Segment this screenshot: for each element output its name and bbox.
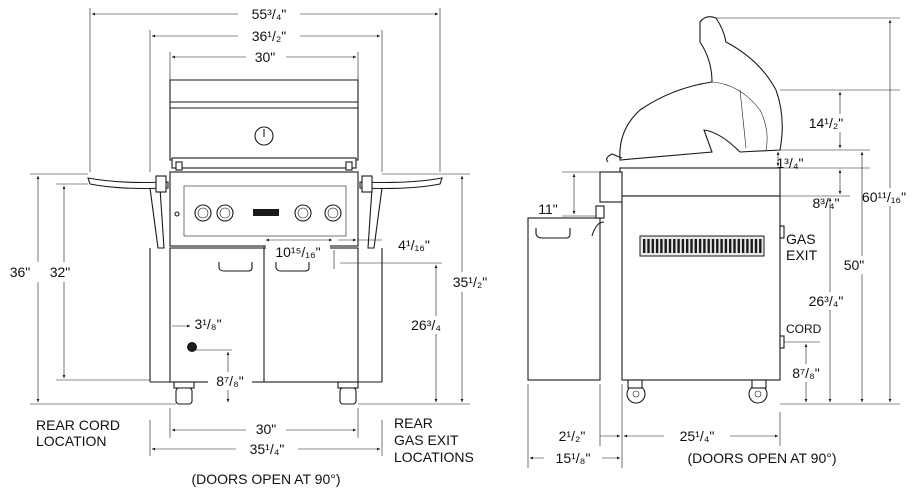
dim-side-11: 11" (538, 201, 558, 217)
dim-hood-1: 1³/₄" (776, 155, 803, 171)
side-hood (619, 16, 783, 161)
vent-slat (698, 239, 702, 253)
dim-height-35: 35¹/₂" (453, 274, 488, 290)
dim-cord-x: 3¹/₈" (194, 316, 221, 332)
vent-slat (677, 239, 680, 253)
side-cord-label: CORD (786, 322, 822, 336)
rear-cord-label-2: LOCATION (36, 433, 107, 449)
side-body (619, 167, 781, 197)
dim-burner-offset: 10¹⁵/₁₆" (275, 244, 320, 260)
side-gas-exit-1: GAS (786, 231, 816, 247)
side-doors-note: (DOORS OPEN AT 90°) (687, 450, 836, 466)
dim-side-8-78: 8⁷/₈" (792, 365, 820, 381)
logo-badge (253, 209, 279, 216)
dim-depth-2: 2¹/₂" (559, 428, 586, 444)
vent-slat (733, 239, 736, 253)
caster (173, 381, 195, 389)
vent-slat (668, 239, 672, 253)
dim-height-36: 36" (10, 264, 31, 280)
gas-exit-fitting (779, 225, 785, 239)
rear-gas-label-3: LOCATIONS (394, 449, 474, 465)
vent-slat (664, 239, 667, 253)
hood (169, 79, 359, 161)
dim-depth-15: 15¹/₈" (556, 450, 591, 466)
knob-icon (216, 204, 234, 222)
vent-grille (639, 235, 765, 257)
vent-slat (754, 239, 758, 253)
dim-base-width: 30" (256, 421, 277, 437)
dim-overall-width: 55³/₄" (252, 6, 287, 22)
side-gas-exit-2: EXIT (786, 247, 818, 263)
vent-slat (647, 239, 650, 253)
door-handle (275, 262, 310, 272)
vent-slat (716, 239, 719, 253)
dim-hood-14: 14¹/₂" (809, 115, 844, 131)
dim-grill-width: 30" (255, 49, 276, 65)
vent-slat (741, 239, 745, 253)
dim-side-50: 50" (844, 257, 865, 273)
knob-icon (294, 204, 312, 222)
vent-slat (686, 239, 689, 253)
dim-depth-25: 25¹/₄" (680, 428, 715, 444)
cord-dot (187, 342, 197, 352)
vent-slat (703, 239, 706, 253)
dim-cart-width: 36¹/₂" (252, 28, 287, 44)
rear-cord-label-1: REAR CORD (36, 417, 120, 433)
vent-slat (729, 239, 732, 253)
vent-slat (681, 239, 685, 253)
thermometer-icon (254, 126, 274, 146)
vent-slat (643, 239, 646, 253)
door-handle (218, 262, 253, 272)
caster (337, 381, 359, 389)
front-doors-note: (DOORS OPEN AT 90°) (191, 471, 340, 487)
dim-side-26: 26³/₄" (809, 293, 844, 309)
dim-cord-y: 8⁷/₈" (216, 373, 244, 389)
vent-slat (690, 239, 693, 253)
open-door (527, 217, 601, 381)
left-side-shelf (87, 177, 169, 190)
dim-gas-offset: 4¹/₁₆" (398, 237, 430, 253)
vent-slat (707, 239, 710, 253)
cord-fitting (779, 335, 785, 349)
front-view: 55³/₄" 36¹/₂" 30" (2, 5, 496, 487)
knob-icon (194, 204, 212, 222)
dim-side-8-34: 8³/₄" (812, 195, 839, 211)
vent-slat (746, 239, 749, 253)
rear-gas-label-1: REAR (394, 415, 433, 431)
rear-gas-label-2: GAS EXIT (394, 432, 459, 448)
vent-slat (655, 239, 659, 253)
knob-icon (324, 204, 342, 222)
vent-slat (750, 239, 753, 253)
vent-slat (673, 239, 676, 253)
side-view: 11" 14¹/₂" 1³/₄" 8³/₄" 60¹¹/₁₆" 50" 26³/… (527, 16, 916, 468)
vent-slat (651, 239, 654, 253)
vent-slat (720, 239, 723, 253)
dim-side-60: 60¹¹/₁₆" (862, 189, 906, 205)
vent-slat (711, 239, 715, 253)
dim-base-overall: 35¹/₄" (250, 441, 285, 457)
dim-height-26: 26³/₄ (411, 317, 441, 333)
vent-slat (737, 239, 740, 253)
vent-slat (724, 239, 728, 253)
right-side-shelf (359, 177, 443, 190)
vent-slat (660, 239, 663, 253)
vent-slat (694, 239, 697, 253)
vent-slat (759, 239, 762, 253)
hood-handle (171, 157, 357, 169)
dim-height-32: 32" (50, 264, 71, 280)
side-cabinet (621, 195, 781, 381)
